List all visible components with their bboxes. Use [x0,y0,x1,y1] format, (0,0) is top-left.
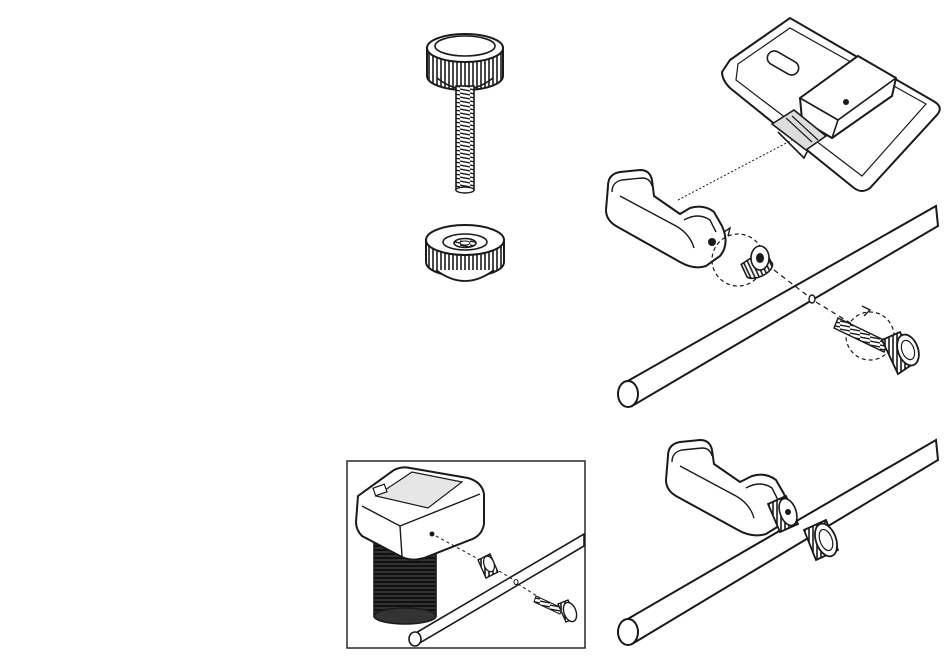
phone-mount-plate [722,18,940,191]
thumb-screw [834,318,923,374]
phone-holder [606,170,775,286]
phone-holder [666,440,788,535]
camera-on-rod-inset [347,461,585,648]
mounted-result [618,440,938,645]
thumb-nut [426,225,504,281]
parts-overview [426,34,504,281]
thumb-screw [427,34,503,193]
